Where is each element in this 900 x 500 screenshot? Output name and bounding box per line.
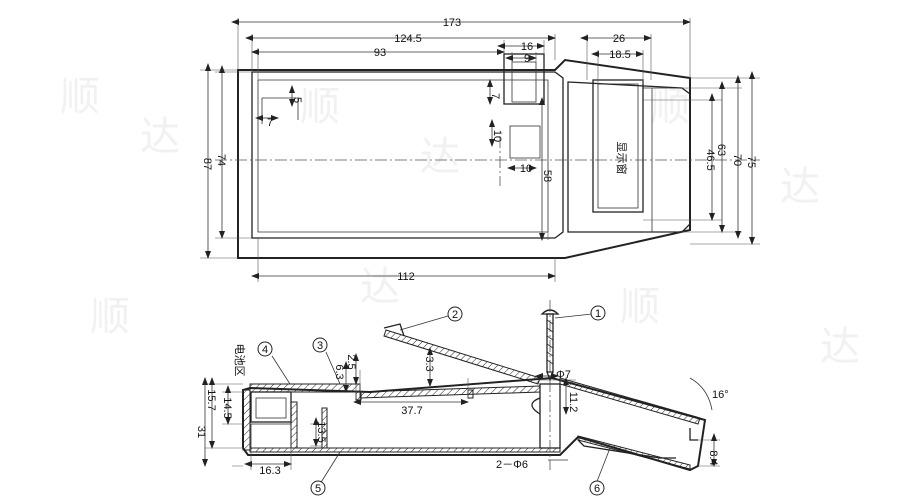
dim-text-46-5: 46.5: [704, 149, 716, 170]
dim-text-3-3: 3.3: [423, 356, 435, 371]
balloon-2: 2: [447, 306, 463, 322]
dim-text-63: 63: [715, 144, 727, 156]
dim-text-13-5: 13.5: [315, 421, 327, 442]
dim-text-18-5: 18.5: [609, 49, 630, 61]
balloon-1: 1: [590, 305, 606, 321]
dim-text-16: 16: [521, 41, 533, 53]
battery-lower: [250, 423, 292, 449]
svg-text:顺: 顺: [60, 74, 100, 120]
dim-text-124-5: 124.5: [394, 33, 422, 45]
bottom-right-plate: [577, 435, 691, 470]
dim-text-87: 87: [201, 158, 213, 170]
leader-3: [325, 351, 341, 385]
svg-text:1: 1: [595, 308, 601, 320]
leader-4: [271, 355, 291, 385]
end-hook: [689, 428, 698, 441]
sloped-shell: [559, 377, 701, 425]
dim-text-93: 93: [374, 47, 386, 59]
dim-text-16-3: 16.3: [259, 465, 280, 477]
dim-text-31: 31: [195, 426, 207, 438]
dim-text-phi7: Φ7: [556, 369, 571, 381]
dim-text-37-7: 37.7: [401, 405, 422, 417]
dim-text-10v: 10: [491, 130, 503, 142]
dim-text-173: 173: [443, 17, 461, 29]
dim-text-8-4: 8.4: [707, 450, 719, 465]
dim-text-9: 9: [524, 53, 530, 65]
top-shell-section: [249, 383, 361, 393]
inner-rib: [321, 407, 328, 449]
dim-text-7: 7: [267, 117, 273, 129]
dim-text-74: 74: [215, 154, 227, 166]
balloon-4: 4: [257, 341, 273, 357]
bottom-recess: [577, 439, 676, 459]
balloon-3: 3: [312, 337, 328, 353]
svg-text:3: 3: [317, 340, 323, 352]
svg-text:顺: 顺: [300, 84, 340, 130]
angle-arc: [689, 377, 713, 411]
svg-text:达: 达: [820, 324, 860, 370]
dim-text-112: 112: [397, 271, 415, 283]
lid-tab: [383, 323, 405, 337]
boss-bulge: [531, 397, 541, 415]
hole-rect: [509, 125, 541, 159]
svg-text:2: 2: [452, 309, 458, 321]
balloon-5: 5: [310, 480, 326, 496]
svg-text:顺: 顺: [620, 284, 660, 330]
svg-text:达: 达: [420, 134, 460, 180]
leader-5: [319, 451, 341, 485]
svg-text:顺: 顺: [90, 294, 130, 340]
svg-text:达: 达: [360, 264, 400, 310]
dim-text-70: 70: [731, 154, 743, 166]
balloon-6: 6: [589, 480, 605, 496]
watermark: 顺达 顺达 顺达 顺达 顺达: [60, 74, 860, 370]
leader-1: [554, 313, 593, 319]
svg-text:5: 5: [315, 483, 321, 495]
plate-rib-2: [467, 389, 474, 399]
dim-text-14-5: 14.5: [221, 397, 233, 418]
dim-text-2-5: 2.5: [345, 354, 357, 369]
dim-text-58: 58: [541, 170, 553, 182]
svg-text:达: 达: [140, 114, 180, 160]
dim-text-5: 5: [291, 97, 303, 103]
dim-text-75: 75: [745, 156, 757, 168]
leader-2: [399, 315, 449, 331]
leader-6: [595, 447, 611, 485]
display-window: [592, 79, 644, 213]
side-view: 15.7 14.5 31 16.3 13.5 37.7 2.5 6.3 3.3 …: [195, 300, 729, 496]
dim-text-16deg: 16°: [712, 389, 729, 401]
dim-text-2phi6: 2－Φ6: [496, 459, 528, 471]
battery-post: [290, 401, 298, 449]
dim-text-26: 26: [613, 33, 625, 45]
bottom-plate: [249, 447, 561, 453]
lid: [383, 329, 541, 385]
svg-text:达: 达: [780, 164, 820, 210]
display-window-label: 显示窗: [615, 142, 629, 175]
display-window-inner: [597, 83, 639, 209]
top-shell-plate: [359, 385, 541, 399]
top-view: 173 124.5 93 16 9 26 18.5 112 7 10 87 74…: [200, 17, 760, 283]
dim-text-7v: 7: [489, 93, 501, 99]
battery-cell: [255, 397, 287, 419]
battery-zone-label: 电池区: [233, 344, 246, 377]
svg-text:顺: 顺: [650, 84, 690, 130]
dim-text-15-7: 15.7: [205, 389, 217, 410]
left-wall: [242, 389, 251, 451]
svg-text:4: 4: [262, 344, 268, 356]
top-slot-inner: [511, 61, 537, 103]
svg-text:6: 6: [594, 483, 600, 495]
dim-text-11-2: 11.2: [567, 392, 579, 413]
battery-compartment: [250, 391, 292, 423]
top-slot: [503, 53, 545, 105]
dim-text-10h: 10: [520, 163, 532, 175]
